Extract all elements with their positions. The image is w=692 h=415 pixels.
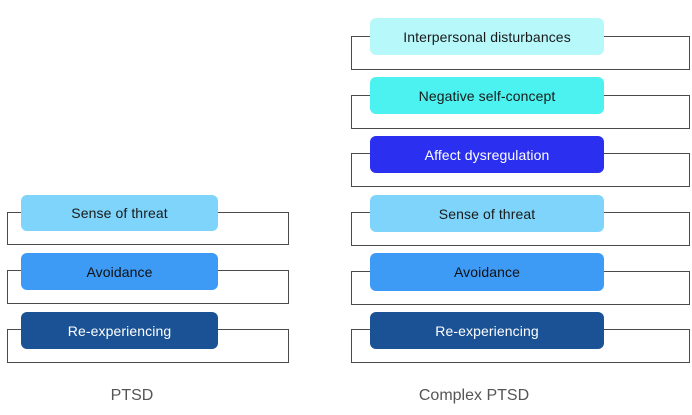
layer-label: Avoidance [453, 264, 521, 280]
layer-label: Sense of threat [71, 205, 168, 221]
layer-sense-of-threat: Sense of threat [21, 195, 218, 231]
layer-affect-dysregulation: Affect dysregulation [370, 136, 604, 173]
complex-ptsd-caption: Complex PTSD [418, 387, 530, 404]
layer-label: Re-experiencing [67, 322, 172, 339]
layer-avoidance: Avoidance [21, 253, 218, 290]
layer-avoidance: Avoidance [370, 253, 604, 291]
layer-interpersonal-disturbances: Interpersonal disturbances [370, 18, 604, 55]
ptsd-caption: PTSD [110, 387, 154, 404]
layer-label: Avoidance [86, 263, 153, 280]
layer-label: Interpersonal disturbances [403, 28, 571, 45]
layer-label: Sense of threat [438, 205, 536, 222]
layer-label: Affect dysregulation [424, 146, 550, 163]
layer-label: Re-experiencing [435, 322, 539, 339]
layer-re-experiencing: Re-experiencing [21, 312, 218, 349]
layer-re-experiencing: Re-experiencing [370, 312, 604, 349]
layer-negative-self-concept: Negative self-concept [370, 77, 604, 114]
layer-sense-of-threat: Sense of threat [370, 195, 604, 232]
layer-label: Negative self-concept [418, 87, 556, 104]
